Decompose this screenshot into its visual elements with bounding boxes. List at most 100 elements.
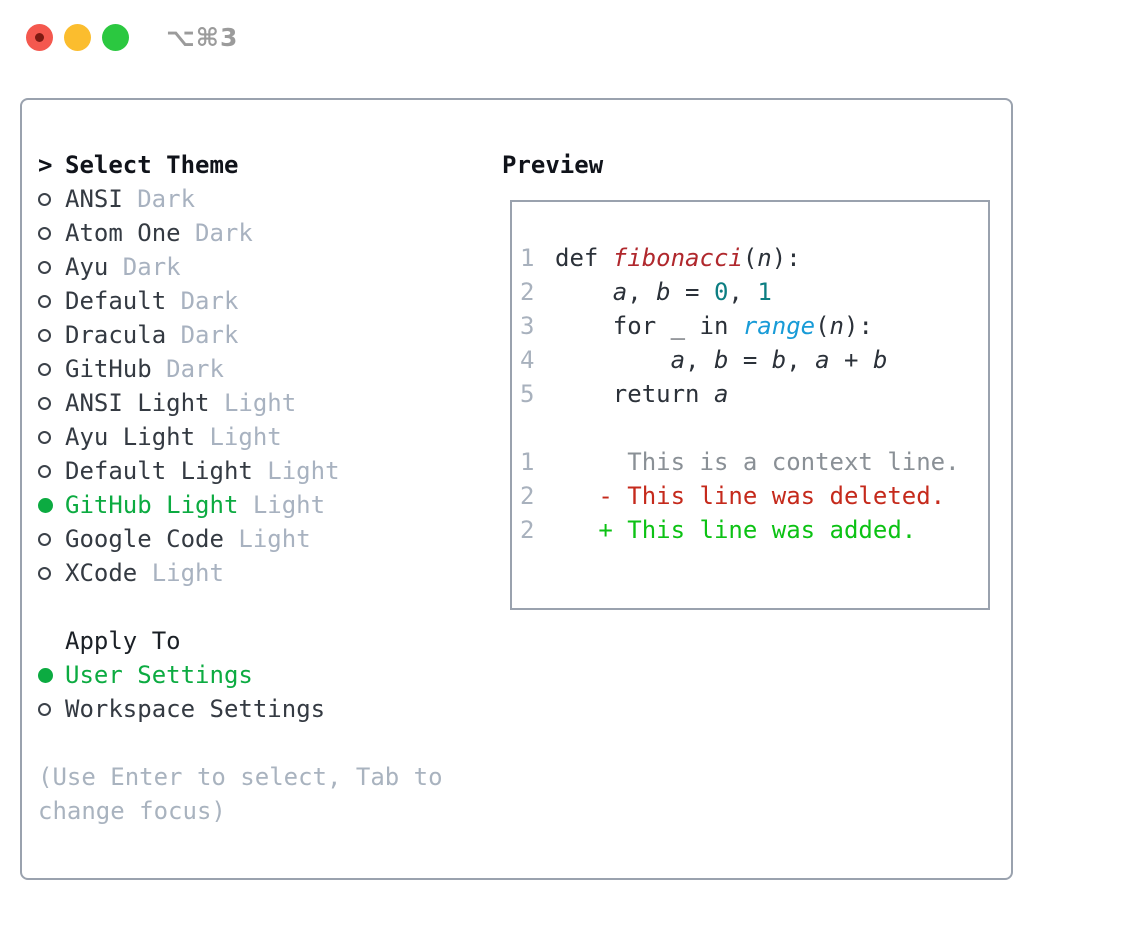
radio-icon (38, 532, 51, 546)
radio-icon (38, 702, 51, 716)
radio-icon (38, 226, 51, 240)
line-number: 2 (520, 278, 535, 306)
code-line: 3 for _ in range(n): (520, 309, 988, 343)
traffic-light-close-button[interactable] (26, 23, 53, 51)
theme-option[interactable]: Dracula Dark (38, 318, 443, 352)
line-number: 1 (520, 244, 535, 272)
select-theme-header: > Select Theme (38, 148, 443, 182)
code-sample: 1 def fibonacci(n): 2 a, b = 0, 1 3 for … (520, 241, 988, 411)
theme-variant: Dark (166, 355, 224, 383)
radio-icon (38, 294, 51, 308)
apply-to-title: Apply To (65, 627, 181, 655)
theme-option[interactable]: ANSI Light Light (38, 386, 443, 420)
code-line: 2 - This line was deleted. (520, 479, 988, 513)
theme-option[interactable]: Ayu Dark (38, 250, 443, 284)
apply-option-label: Workspace Settings (65, 695, 326, 723)
line-number: 2 (520, 482, 535, 510)
theme-option[interactable]: GitHub Dark (38, 352, 443, 386)
radio-icon (38, 260, 51, 274)
window-title: ⌥⌘3 (166, 22, 239, 52)
apply-to-header: Apply To (38, 624, 443, 658)
apply-option-label: User Settings (65, 661, 253, 689)
theme-option[interactable]: XCode Light (38, 556, 443, 590)
radio-icon (38, 362, 51, 376)
theme-name: GitHub Light (65, 491, 239, 519)
code-line: 1 def fibonacci(n): (520, 241, 988, 275)
code-line-text: a, b = 0, 1 (612, 278, 772, 306)
code-line: 2 + This line was added. (520, 513, 988, 547)
theme-name: GitHub (65, 355, 152, 383)
theme-option[interactable]: Atom One Dark (38, 216, 443, 250)
theme-variant: Dark (195, 219, 253, 247)
traffic-light-zoom-button[interactable] (102, 23, 129, 51)
theme-name: ANSI Light (65, 389, 210, 417)
theme-variant: Light (151, 559, 224, 587)
line-number: 5 (520, 380, 535, 408)
line-number: 3 (520, 312, 535, 340)
spacer (38, 590, 443, 624)
apply-option[interactable]: Workspace Settings (38, 692, 443, 726)
theme-variant: Dark (180, 287, 239, 315)
theme-variant: Light (223, 389, 297, 417)
radio-icon (38, 464, 51, 478)
preview-box: 1 def fibonacci(n): 2 a, b = 0, 1 3 for … (510, 200, 990, 610)
theme-option[interactable]: GitHub Light Light (38, 488, 443, 522)
theme-name: XCode (65, 559, 138, 587)
theme-name: Atom One (65, 219, 181, 247)
radio-icon (38, 566, 51, 580)
preview-title: Preview (502, 151, 604, 179)
code-line: 5 return a (520, 377, 988, 411)
hint-text-line-2: change focus) (38, 797, 226, 825)
radio-icon (38, 328, 51, 342)
code-line-text: return a (555, 380, 729, 408)
code-line-text: a, b = b, a + b (670, 346, 888, 374)
traffic-light-minimize-button[interactable] (64, 23, 91, 51)
theme-option[interactable]: ANSI Dark (38, 182, 443, 216)
menu-cursor-icon: > (38, 151, 53, 179)
line-number: 4 (520, 346, 535, 374)
code-line: 2 a, b = 0, 1 (520, 275, 988, 309)
code-line-text: This is a context line. (555, 448, 960, 476)
theme-variant: Light (209, 423, 282, 451)
radio-icon (38, 430, 51, 444)
hint-text-line-1: (Use Enter to select, Tab to (38, 763, 443, 791)
theme-variant: Light (238, 525, 311, 553)
theme-option[interactable]: Default Light Light (38, 454, 443, 488)
theme-option[interactable]: Google Code Light (38, 522, 443, 556)
radio-icon (38, 192, 51, 206)
apply-option[interactable]: User Settings (38, 658, 443, 692)
theme-variant: Light (267, 457, 340, 485)
radio-icon (38, 497, 53, 513)
theme-variant: Dark (137, 185, 196, 213)
spacer (38, 726, 443, 760)
select-theme-title: Select Theme (65, 151, 239, 179)
code-line-text: def fibonacci(n): (555, 244, 801, 272)
apply-to-list: User Settings Workspace Settings (38, 658, 443, 726)
theme-option[interactable]: Default Dark (38, 284, 443, 318)
theme-name: Default Light (65, 457, 253, 485)
code-line-text: - This line was deleted. (555, 482, 946, 510)
code-line: 1 This is a context line. (520, 445, 988, 479)
theme-list: ANSI Dark Atom One Dark Ayu Dark Default… (38, 182, 443, 590)
theme-variant: Dark (122, 253, 181, 281)
theme-name: Default (65, 287, 167, 315)
code-block: 1 def fibonacci(n): 2 a, b = 0, 1 3 for … (512, 202, 988, 547)
theme-option[interactable]: Ayu Light Light (38, 420, 443, 454)
theme-menu: > Select Theme ANSI Dark Atom One Dark A… (38, 148, 443, 828)
radio-icon (38, 667, 53, 683)
theme-dialog-panel: > Select Theme ANSI Dark Atom One Dark A… (20, 98, 1013, 880)
spacer (520, 411, 988, 445)
line-number: 1 (520, 448, 535, 476)
theme-name: Ayu (65, 253, 109, 281)
titlebar: ⌥⌘3 (26, 22, 239, 52)
theme-name: Ayu Light (65, 423, 196, 451)
theme-name: ANSI (65, 185, 123, 213)
code-line-text: + This line was added. (555, 516, 917, 544)
diff-sample: 1 This is a context line. 2 - This line … (520, 445, 988, 547)
theme-name: Dracula (65, 321, 167, 349)
line-number: 2 (520, 516, 535, 544)
theme-variant: Dark (180, 321, 239, 349)
code-line-text: for _ in range(n): (555, 312, 873, 340)
theme-variant: Light (252, 491, 326, 519)
